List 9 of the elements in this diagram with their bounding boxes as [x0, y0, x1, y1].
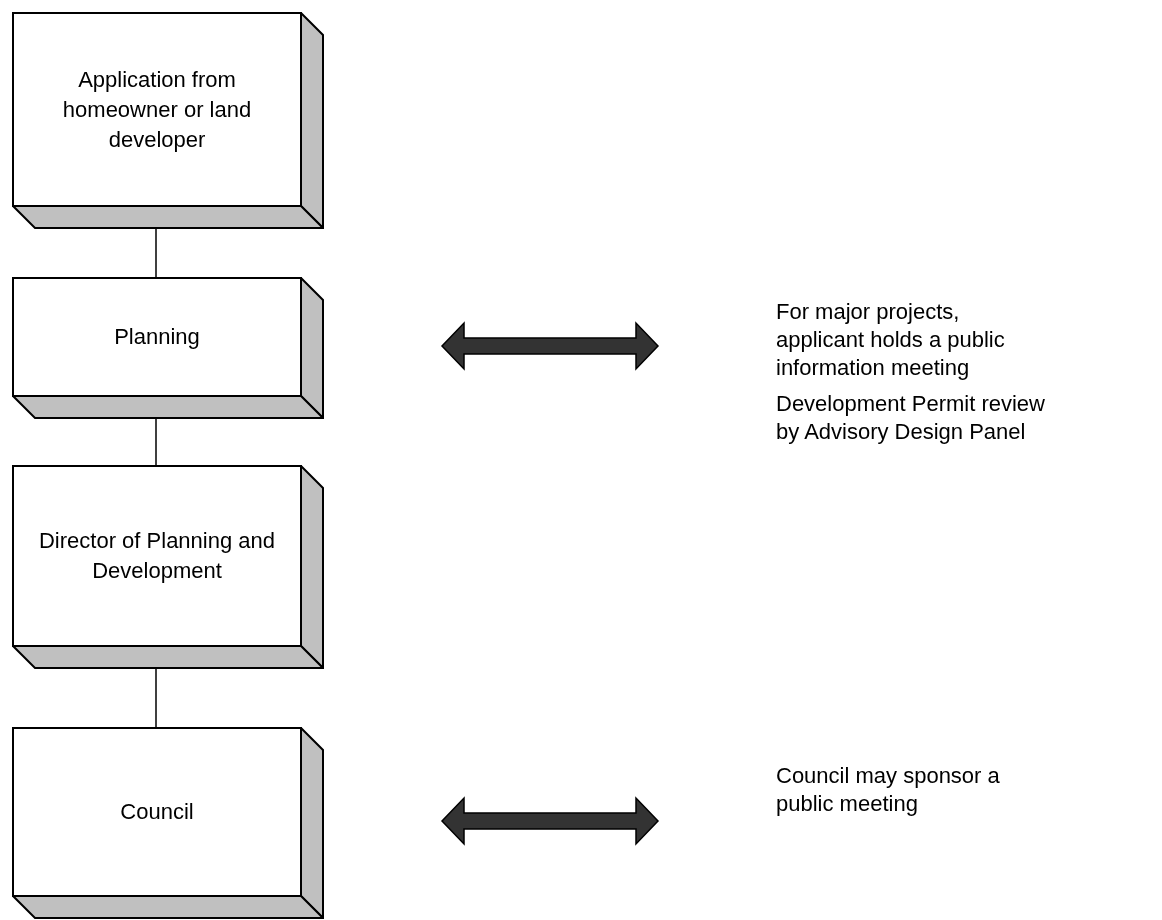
double-arrow — [440, 321, 660, 371]
note-text: Council may sponsor a public meeting — [776, 762, 1001, 818]
box-label: Application from homeowner or land developer — [61, 65, 253, 154]
box-label: Planning — [114, 323, 200, 351]
note-text: Development Permit review by Advisory Design Panel — [776, 390, 1046, 446]
double-arrow — [440, 796, 660, 846]
box-label: Council — [120, 798, 194, 826]
note-text: For major projects, applicant holds a public information meeting — [776, 298, 1006, 382]
box-label: Director of Planning and Development — [38, 527, 276, 585]
